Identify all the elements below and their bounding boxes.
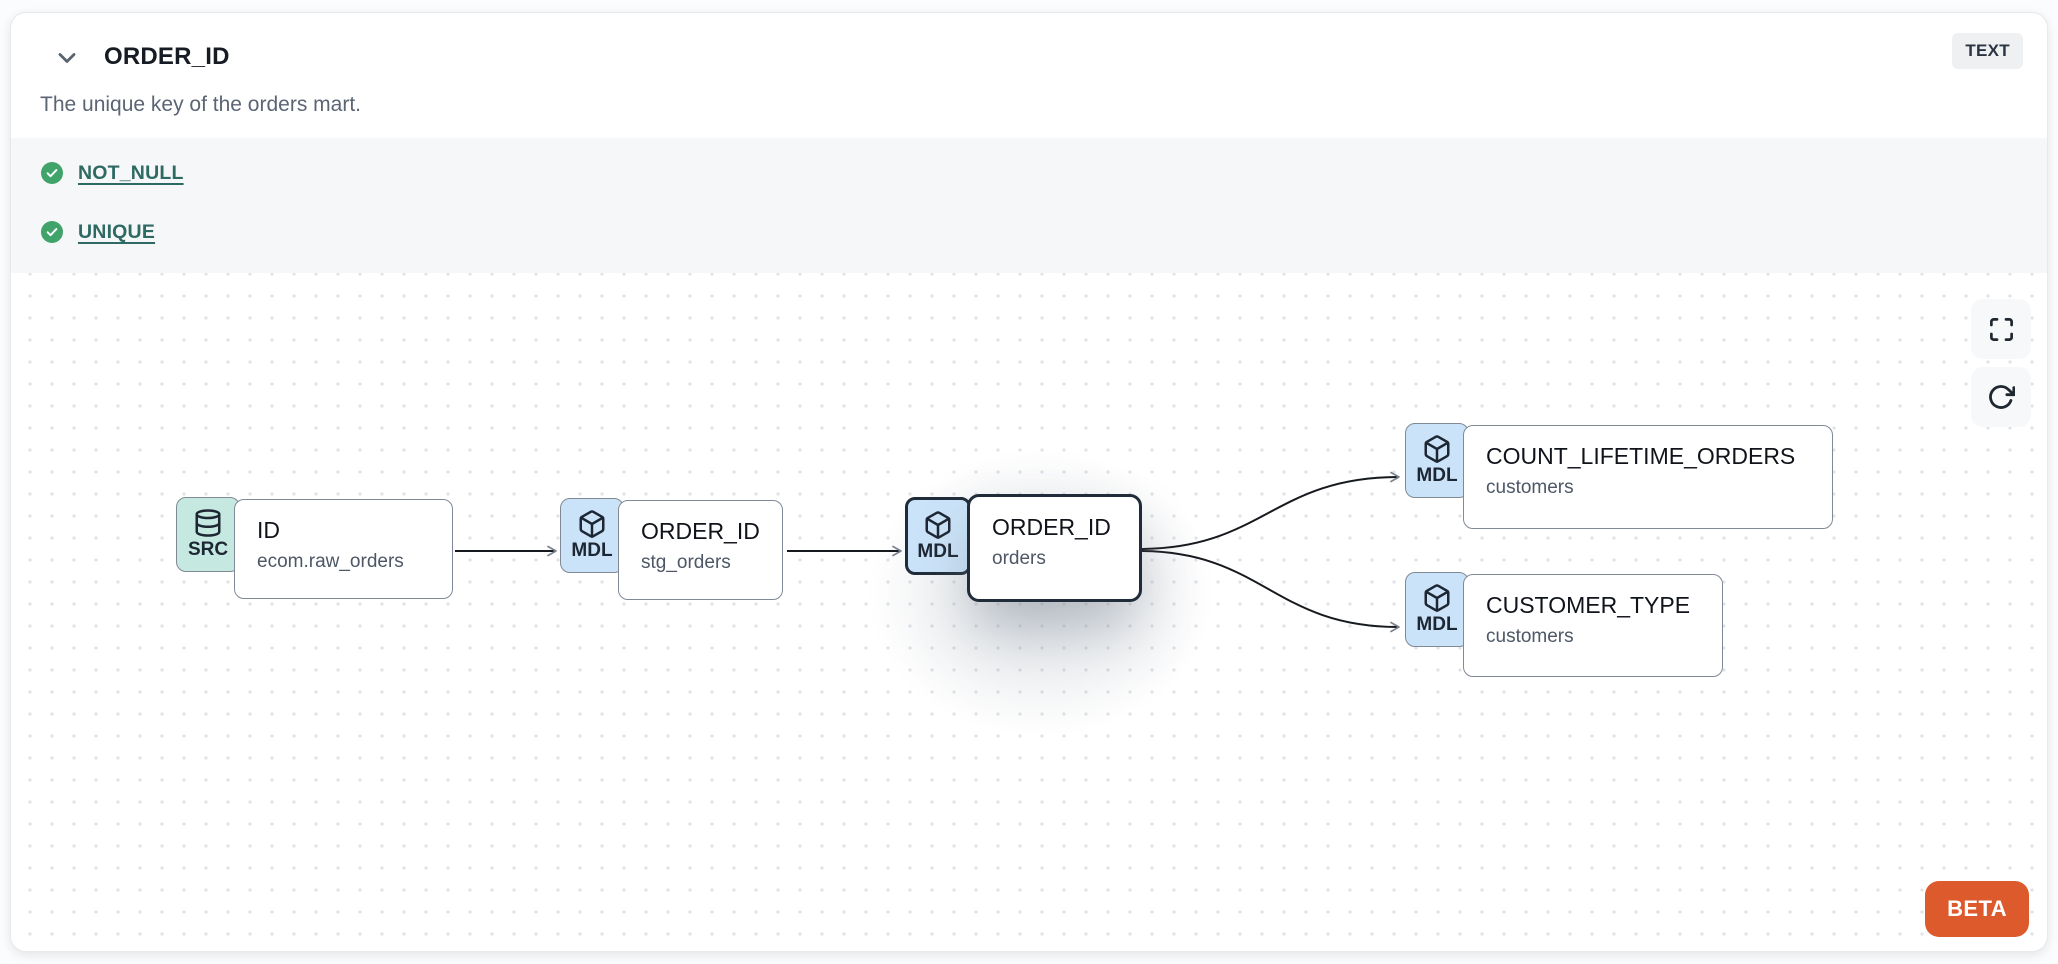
test-row: UNIQUE (41, 210, 2047, 254)
tests-section: NOT_NULL UNIQUE (11, 138, 2047, 273)
node-badge-label: MDL (1416, 614, 1458, 635)
node-title: COUNT_LIFETIME_ORDERS (1486, 443, 1796, 469)
column-title: ORDER_ID (104, 43, 230, 70)
cube-icon (1424, 435, 1450, 463)
cube-icon (1424, 584, 1450, 612)
test-link-unique[interactable]: UNIQUE (78, 220, 156, 243)
check-circle-icon (41, 221, 63, 243)
node-badge-label: SRC (187, 539, 229, 560)
chevron-down-icon (58, 53, 76, 63)
node-subtitle: customers (1486, 626, 1574, 648)
node-type-badge: MDL (560, 498, 624, 573)
column-detail-card: ORDER_ID TEXT The unique key of the orde… (10, 12, 2048, 952)
node-subtitle: orders (992, 548, 1046, 570)
node-type-badge: MDL (905, 497, 971, 575)
refresh-icon (1989, 385, 2015, 409)
node-badge-label: MDL (571, 540, 613, 561)
fullscreen-icon (1989, 317, 2013, 341)
node-subtitle: ecom.raw_orders (257, 551, 404, 573)
node-subtitle: customers (1486, 477, 1574, 499)
test-row: NOT_NULL (41, 151, 2047, 195)
lineage-canvas[interactable]: SRC ID ecom.raw_orders MDL ORDER_ID stg_… (11, 273, 2047, 951)
node-card: ID ecom.raw_orders (234, 499, 453, 599)
node-title: ORDER_ID (641, 518, 760, 544)
collapse-button[interactable] (53, 44, 81, 72)
cube-icon (925, 510, 951, 539)
node-title: ORDER_ID (992, 514, 1111, 540)
node-type-badge: MDL (1405, 423, 1469, 498)
node-badge-label: MDL (1416, 465, 1458, 486)
node-badge-label: MDL (917, 540, 959, 562)
cube-icon (579, 510, 605, 538)
column-description: The unique key of the orders mart. (40, 93, 361, 116)
beta-badge: BETA (1925, 881, 2029, 937)
node-card: CUSTOMER_TYPE customers (1463, 574, 1723, 677)
check-circle-icon (41, 162, 63, 184)
refresh-button[interactable] (1971, 367, 2031, 427)
fullscreen-button[interactable] (1971, 299, 2031, 359)
node-card: ORDER_ID orders (967, 494, 1142, 602)
node-type-badge: SRC (176, 497, 240, 572)
lineage-edges (455, 471, 1400, 633)
node-title: CUSTOMER_TYPE (1486, 592, 1691, 618)
column-type-badge: TEXT (1952, 33, 2023, 69)
node-card: ORDER_ID stg_orders (618, 500, 783, 600)
node-type-badge: MDL (1405, 572, 1469, 647)
node-title: ID (257, 517, 280, 543)
node-subtitle: stg_orders (641, 552, 731, 574)
database-icon (195, 509, 221, 537)
canvas-controls (1971, 299, 2031, 427)
node-card: COUNT_LIFETIME_ORDERS customers (1463, 425, 1833, 529)
test-link-not-null[interactable]: NOT_NULL (78, 161, 184, 184)
